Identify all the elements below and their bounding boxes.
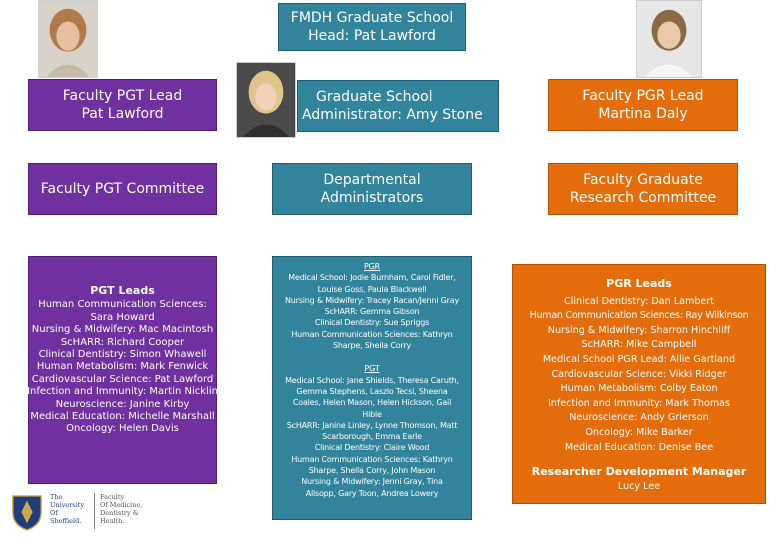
- dept-pgt-line: ScHARR: Janine Linley, Lynne Thomson, Ma…: [286, 420, 458, 430]
- admin-title: Graduate School: [316, 89, 433, 105]
- dept-pgr-line: Clinical Dentistry: Sue Spriggs: [314, 318, 430, 328]
- dept-pgt-line: Hible: [362, 409, 382, 419]
- pgr-leads-item: Infection and Immunity: Mark Thomas: [547, 397, 731, 409]
- logo-faculty-line: Dentistry &: [100, 509, 139, 517]
- pgr-committee-line1: Faculty Graduate: [583, 172, 703, 188]
- faculty-pgr-lead-box: Faculty PGR Lead Martina Daly: [548, 79, 738, 131]
- graduate-school-administrator-box: Graduate School Administrator: Amy Stone: [297, 80, 499, 132]
- logo-faculty-line: Of Medicine,: [100, 501, 143, 509]
- photo-amy-stone: [236, 62, 296, 138]
- logo-university-line: The: [50, 493, 63, 501]
- pgt-leads-item: Clinical Dentistry: Simon Whawell: [38, 349, 207, 361]
- dept-pgr-heading: PGR: [364, 262, 380, 271]
- university-logo: The University Of Sheffield. Faculty Of …: [10, 491, 170, 535]
- rdm-title: Researcher Development Manager: [531, 465, 747, 479]
- dept-admin-line2: Administrators: [320, 190, 424, 206]
- logo-divider: [94, 493, 95, 529]
- pgt-leads-item: Sara Howard: [90, 311, 155, 323]
- pgt-committee-label: Faculty PGT Committee: [40, 181, 205, 197]
- pgr-leads-item: Cardiovascular Science: Vikki Ridger: [551, 368, 727, 380]
- pgr-leads-item: Oncology: Mike Barker: [585, 426, 693, 438]
- pgr-leads-item: Clinical Dentistry: Dan Lambert: [563, 295, 715, 307]
- logo-faculty-text: Faculty Of Medicine, Dentistry & Health.: [100, 493, 142, 525]
- dept-pgt-line: Allsopp, Gary Toon, Andrea Lowery: [305, 488, 439, 498]
- pgr-leads-item: Medical Education: Denise Bee: [564, 441, 714, 453]
- departmental-administrators-list-box: PGR Medical School: Jodie Burnham, Carol…: [272, 256, 472, 520]
- photo-martina-daly: [636, 0, 702, 78]
- pgt-leads-item: Human Communication Sciences:: [38, 299, 207, 311]
- photo-pat-lawford: [38, 0, 98, 78]
- pgr-lead-title: Faculty PGR Lead: [582, 88, 704, 104]
- pgt-leads-item: Neuroscience: Janine Kirby: [55, 398, 190, 410]
- logo-university-text: The University Of Sheffield.: [50, 493, 84, 525]
- university-crest-icon: [12, 495, 42, 531]
- pgr-leads-item: ScHARR: Mike Campbell: [581, 339, 697, 351]
- pgr-leads-box: PGR Leads Clinical Dentistry: Dan Lamber…: [512, 264, 766, 504]
- pgt-leads-item: Medical Education: Michelle Marshall: [30, 411, 215, 423]
- dept-pgt-line: Human Communication Sciences: Kathryn: [291, 454, 453, 464]
- pgr-lead-name: Martina Daly: [598, 106, 688, 122]
- logo-university-line: Sheffield.: [50, 517, 82, 525]
- admin-name: Administrator: Amy Stone: [302, 107, 483, 123]
- dept-pgt-line: Coales, Helen Mason, Helen Hickson, Gail: [292, 398, 452, 408]
- pgr-leads-item: Human Communication Sciences: Ray Wilkin…: [529, 310, 749, 322]
- dept-admin-line1: Departmental: [323, 172, 421, 188]
- pgr-leads-item: Nursing & Midwifery: Sharron Hinchliff: [547, 324, 731, 336]
- pgt-leads-item: Oncology: Helen Davis: [66, 423, 179, 435]
- logo-university-line: University: [50, 501, 85, 509]
- pgt-leads-item: Infection and Immunity: Martin Nicklin: [27, 386, 218, 398]
- head-title: FMDH Graduate School: [290, 10, 454, 26]
- pgt-leads-box: PGT Leads Human Communication Sciences: …: [27, 256, 218, 484]
- dept-pgt-line: Clinical Dentistry: Claire Wood: [314, 443, 430, 453]
- dept-pgt-line: Nursing & Midwifery: Jenni Gray, Tina: [301, 477, 443, 487]
- departmental-administrators-box: Departmental Administrators: [272, 163, 472, 215]
- faculty-graduate-research-committee-box: Faculty Graduate Research Committee: [548, 163, 738, 215]
- pgt-leads-title: PGT Leads: [90, 284, 155, 297]
- head-name: Head: Pat Lawford: [308, 28, 436, 44]
- dept-pgt-line: Medical School: Jane Shields, Theresa Ca…: [285, 375, 459, 385]
- logo-university-line: Of: [50, 509, 58, 517]
- pgr-leads-item: Neuroscience: Andy Grierson: [569, 412, 709, 424]
- pgr-leads-title: PGR Leads: [606, 277, 672, 290]
- faculty-pgt-committee-box: Faculty PGT Committee: [28, 163, 217, 215]
- pgr-leads-item: Medical School PGR Lead: Allie Gartland: [542, 353, 736, 365]
- rdm-name: Lucy Lee: [617, 480, 661, 492]
- pgr-committee-line2: Research Committee: [569, 190, 717, 206]
- pgt-leads-item: Nursing & Midwifery: Mac Macintosh: [31, 324, 214, 336]
- pgt-leads-item: ScHARR: Richard Cooper: [60, 336, 185, 348]
- dept-pgt-line: Scarborough, Emma Earle: [322, 432, 422, 442]
- logo-faculty-line: Health.: [100, 517, 125, 525]
- dept-pgr-line: ScHARR: Gemma Gibson: [324, 307, 420, 317]
- dept-pgt-heading: PGT: [364, 364, 380, 374]
- dept-pgr-line: Sharpe, Sheila Corry: [332, 341, 412, 351]
- faculty-pgt-lead-box: Faculty PGT Lead Pat Lawford: [28, 79, 217, 131]
- dept-pgr-line: Human Communication Sciences: Kathryn: [291, 329, 453, 339]
- dept-pgr-line: Nursing & Midwifery: Tracey Racan/Jenni …: [285, 295, 459, 305]
- pgr-leads-item: Human Metabolism: Colby Eaton: [560, 383, 718, 395]
- pgt-leads-item: Human Metabolism: Mark Fenwick: [36, 361, 209, 373]
- dept-pgt-line: Sharpe, Sheila Corry, John Mason: [308, 466, 436, 476]
- pgt-lead-title: Faculty PGT Lead: [62, 88, 183, 104]
- logo-faculty-line: Faculty: [100, 493, 125, 501]
- graduate-school-head-box: FMDH Graduate School Head: Pat Lawford: [278, 3, 466, 51]
- dept-pgr-line: Medical School: Jodie Burnham, Carol Fid…: [288, 273, 456, 283]
- dept-pgr-line: Louise Goss, Paula Blackwell: [317, 284, 427, 294]
- pgt-leads-item: Cardiovascular Science: Pat Lawford: [31, 373, 214, 385]
- dept-pgt-line: Gemma Stephens, Laszlo Tecsi, Sheena: [296, 386, 448, 396]
- pgt-lead-name: Pat Lawford: [81, 106, 164, 122]
